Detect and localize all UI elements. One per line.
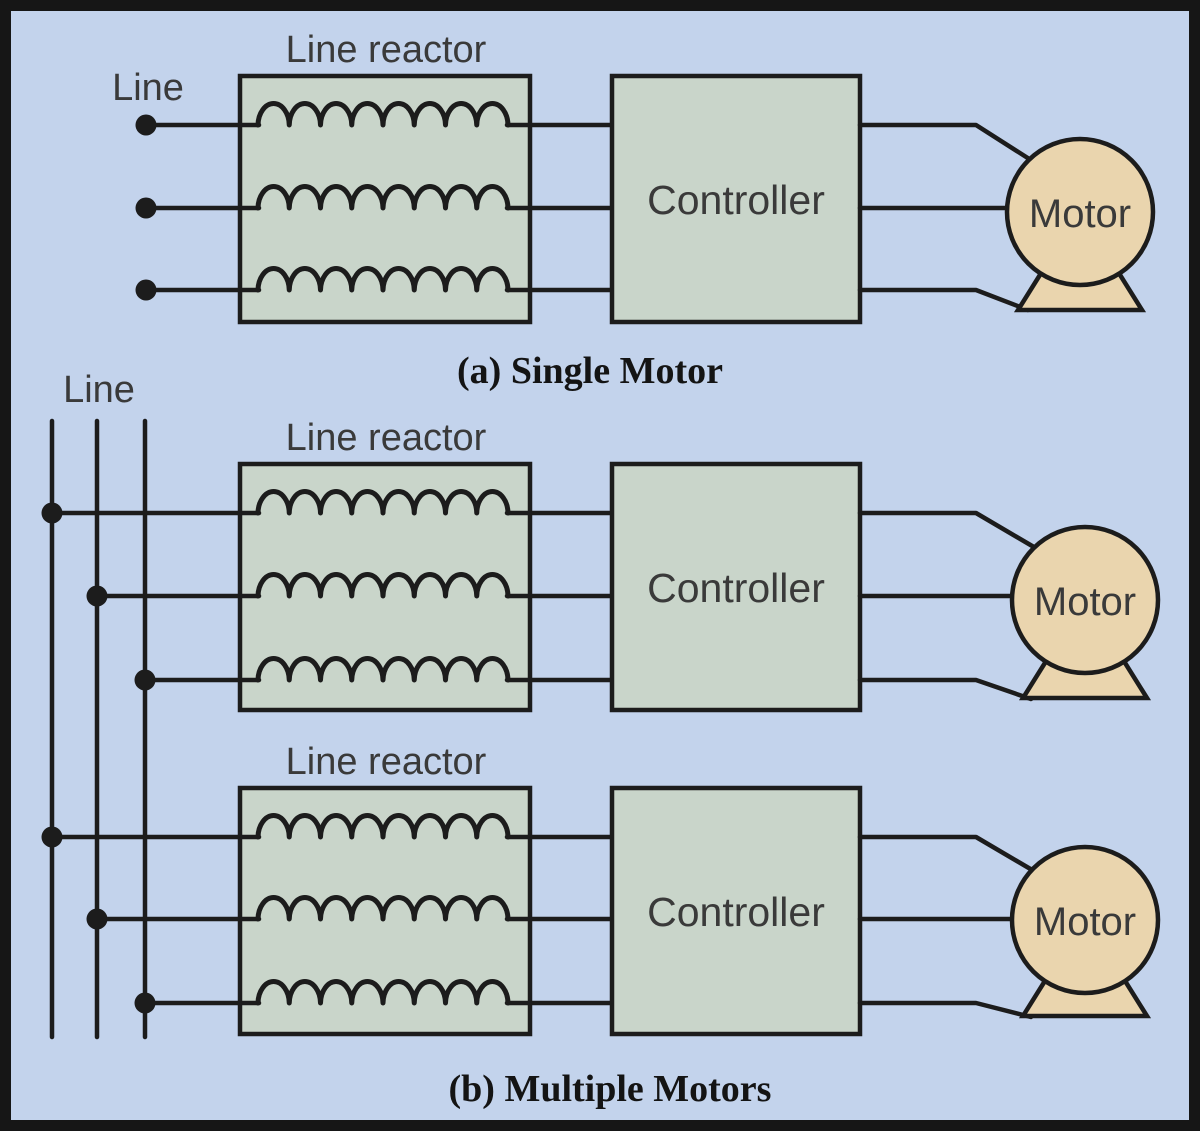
phase-wires-b1 [49, 510, 615, 683]
section-a-single-motor: Line Line reactor Controller Motor (a) S… [112, 29, 1156, 392]
line-tap-dot [86, 908, 108, 930]
controller-label-a: Controller [647, 177, 825, 223]
motor-body-a [1004, 136, 1156, 288]
line-label-b: Line [63, 369, 135, 411]
line-label-a: Line [112, 67, 184, 109]
line-tap-dot [41, 502, 63, 524]
line-tap-dot [134, 669, 156, 691]
line-reactor-title-a: Line reactor [286, 29, 487, 71]
line-tap-dot [86, 585, 108, 607]
controller-label-b1: Controller [647, 565, 825, 611]
line-reactor-title-b2: Line reactor [286, 741, 487, 783]
motor-label-a: Motor [1029, 192, 1131, 236]
controller-label-b2: Controller [647, 889, 825, 935]
line-tap-dot [135, 114, 157, 136]
line-bus-verticals [49, 418, 148, 1040]
line-tap-dot [135, 197, 157, 219]
phase-wires-a [143, 122, 615, 293]
motor-wires-b2 [857, 834, 1042, 1020]
line-tap-dot [135, 279, 157, 301]
branch-1: Line reactor Controller Motor [41, 417, 1161, 713]
phase-wires-b2 [49, 834, 615, 1006]
section-b-multiple-motors: Line Line reactor Controller Motor Line … [41, 369, 1161, 1110]
line-tap-dot [134, 992, 156, 1014]
line-reactor-title-b1: Line reactor [286, 417, 487, 459]
motor-body-b2 [1009, 844, 1161, 996]
motor-body-b1 [1009, 524, 1161, 676]
branch-2: Line reactor Controller Motor [41, 741, 1161, 1037]
caption-b: (b) Multiple Motors [449, 1068, 772, 1110]
caption-a: (a) Single Motor [457, 350, 723, 392]
motor-label-b2: Motor [1034, 900, 1136, 944]
motor-label-b1: Motor [1034, 580, 1136, 624]
controller-box-b2 [609, 785, 863, 1037]
motor-wires-a [857, 122, 1037, 313]
controller-box-a [609, 73, 863, 325]
motor-wires-b1 [857, 510, 1042, 702]
controller-box-b1 [609, 461, 863, 713]
line-tap-dot [41, 826, 63, 848]
